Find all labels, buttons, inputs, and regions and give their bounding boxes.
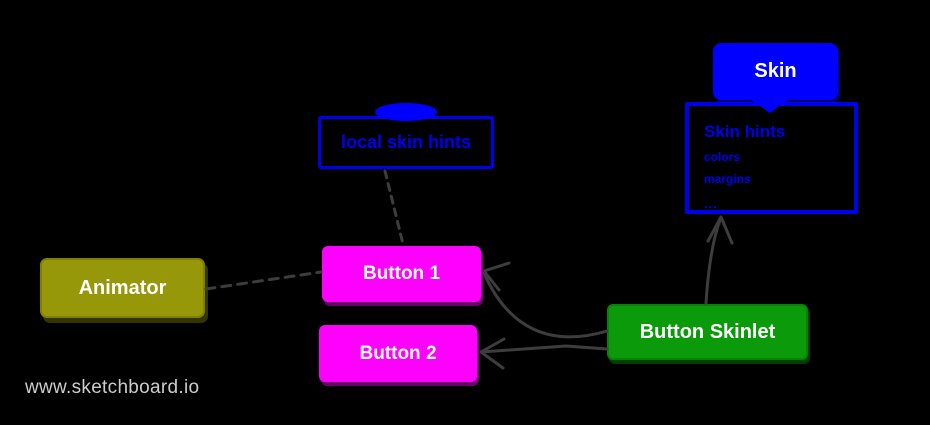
edge-button-skinlet-skin-hints-arrowhead: [706, 215, 734, 245]
sketchboard-watermark: www.sketchboard.io: [25, 377, 200, 398]
edge-button-skinlet-button2-arrowhead: [479, 337, 506, 370]
edge-button-skinlet-button2[interactable]: [479, 344, 609, 354]
node-button-skinlet[interactable]: Button Skinlet: [607, 304, 808, 360]
skin-hints-item-margins: margins: [704, 172, 751, 186]
node-button1-label: Button 1: [362, 263, 441, 284]
node-animator-label: Animator: [78, 276, 167, 299]
skin-to-skin-hints-tab: [744, 95, 794, 113]
edge-button-skinlet-button1[interactable]: [482, 271, 609, 339]
edge-button-skinlet-skin-hints[interactable]: [704, 218, 722, 305]
node-button-skinlet-label: Button Skinlet: [639, 320, 776, 343]
skin-hints-item-colors: colors: [704, 150, 741, 164]
node-skin-hints-title: Skin hints: [704, 122, 786, 141]
node-skin[interactable]: Skin: [713, 43, 838, 100]
edge-local-skin-hints-button1[interactable]: [383, 169, 405, 246]
edge-button-skinlet-button1-arrowhead: [482, 261, 511, 292]
skin-hints-item-ellipsis: ...: [704, 196, 718, 211]
node-button1[interactable]: Button 1: [322, 246, 481, 302]
node-skin-label: Skin: [754, 60, 797, 82]
edge-animator-button1[interactable]: [204, 270, 323, 291]
node-local-skin-hints-label: local skin hints: [340, 132, 472, 152]
local-skin-hints-top-blob: [375, 103, 437, 121]
node-animator[interactable]: Animator: [40, 258, 205, 318]
node-button2[interactable]: Button 2: [319, 325, 477, 382]
node-button2-label: Button 2: [359, 342, 437, 364]
